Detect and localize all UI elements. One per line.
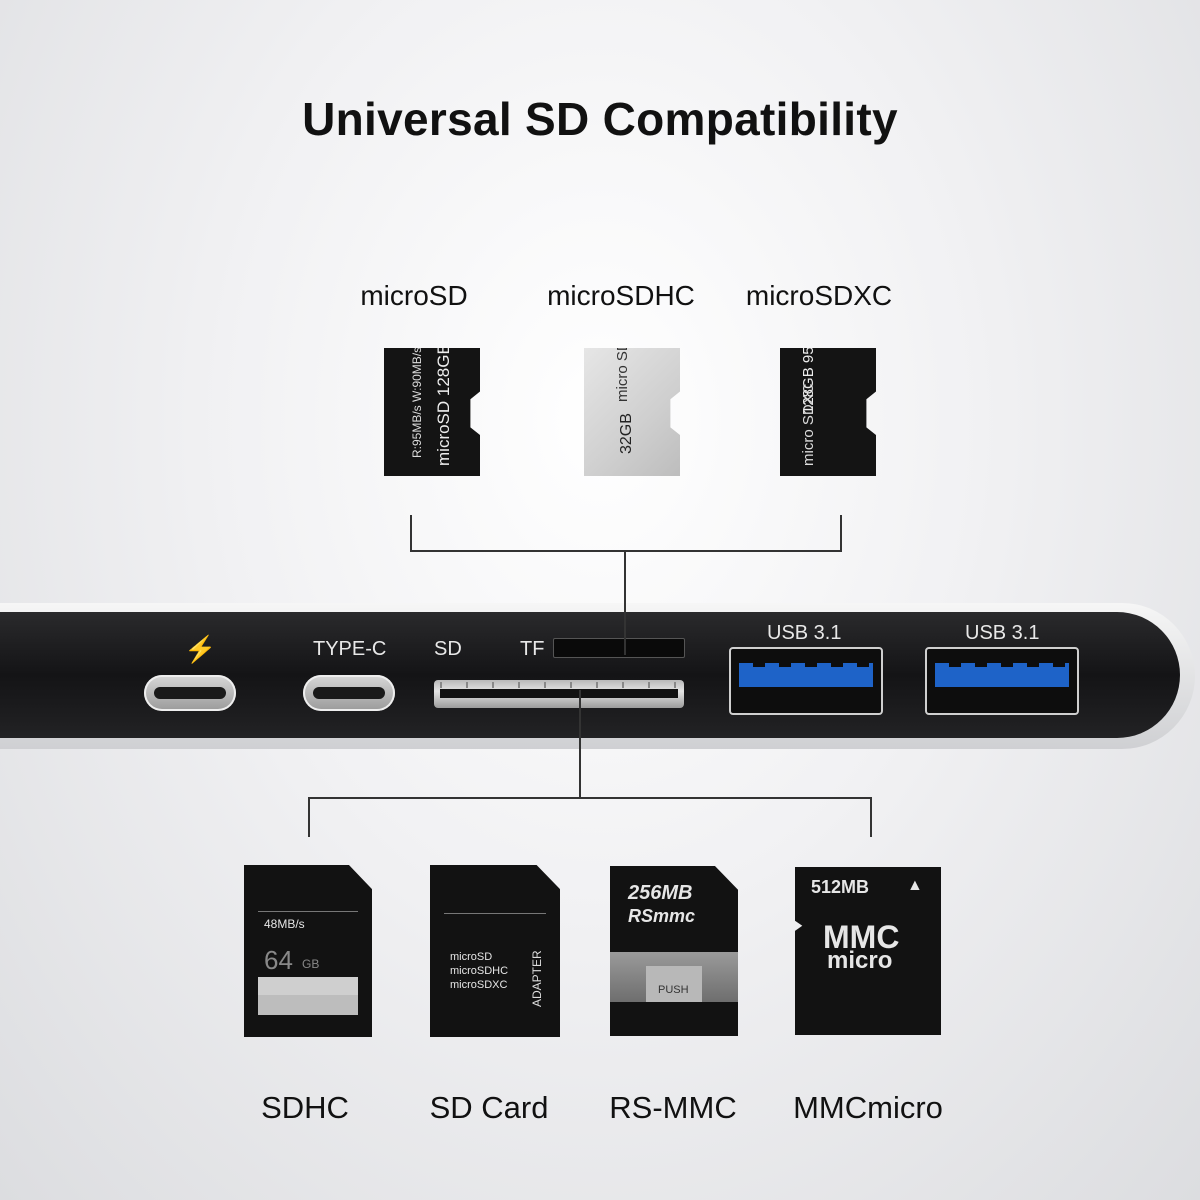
page-title: Universal SD Compatibility	[302, 93, 898, 145]
bracket-right	[840, 515, 842, 551]
triangle-icon: ▲	[907, 877, 923, 894]
bracket-left	[410, 515, 412, 551]
type-c-port	[303, 675, 395, 711]
mmcmicro-capacity: 512MB	[811, 877, 870, 897]
label-microsd: microSD	[360, 280, 468, 311]
microsd-capacity: microSD 128GB	[434, 343, 453, 466]
sd-slot	[434, 680, 684, 708]
microsdxc-card: 128GB 95MB/s* micro SDXC	[780, 348, 876, 476]
label-microsdxc: microSDXC	[745, 280, 893, 311]
label-sd-slot: SD	[434, 638, 462, 660]
mmcmicro-brand-2: micro	[827, 947, 893, 974]
sdhc-card: 48MB/s 64 GB	[244, 865, 372, 1037]
label-type-c: TYPE-C	[313, 638, 387, 660]
sdhc-speed: 48MB/s	[264, 917, 305, 931]
microsdhc-brand: micro SDHC	[614, 318, 631, 402]
bracket-bottom-right	[870, 797, 872, 837]
microsd-speed: R:95MB/s W:90MB/s*	[410, 342, 424, 458]
label-tf-slot: TF	[520, 638, 545, 660]
microsdhc-card: micro SDHC 32GB	[584, 348, 680, 476]
microsdhc-capacity: 32GB	[618, 413, 635, 454]
label-usb-2: USB 3.1	[965, 622, 1040, 644]
adapter-line-2: microSDHC	[450, 965, 509, 977]
sd-adapter-card: microSD microSDHC microSDXC ADAPTER	[430, 865, 560, 1037]
mmcmicro-brand-1: MMC	[823, 919, 900, 955]
bracket-top-bar	[410, 550, 842, 552]
tf-slot	[553, 638, 685, 658]
sdhc-unit: GB	[302, 957, 320, 971]
mmc-micro-card: 512MB ▲ MMC micro	[795, 867, 941, 1035]
adapter-line-3: microSDXC	[450, 979, 508, 991]
usb-port-1	[729, 647, 883, 715]
bracket-bottom-left	[308, 797, 310, 837]
usb-port-2	[925, 647, 1079, 715]
connector-sd	[579, 690, 581, 798]
label-rs-mmc: RS-MMC	[609, 1090, 737, 1125]
rsmmc-brand: RSmmc	[628, 906, 696, 926]
label-mmcmicro: MMCmicro	[793, 1090, 943, 1125]
microsd-card: R:95MB/s W:90MB/s* microSD 128GB	[384, 348, 480, 476]
rs-mmc-card: 256MB RSmmc PUSH	[610, 866, 738, 1036]
sdhc-capacity: 64	[264, 945, 293, 975]
label-microsdhc: microSDHC	[547, 280, 695, 311]
label-usb-1: USB 3.1	[767, 622, 842, 644]
label-sdhc: SDHC	[261, 1090, 349, 1125]
label-sd-card: SD Card	[429, 1090, 549, 1125]
adapter-line-1: microSD	[450, 951, 493, 963]
microsdxc-brand: micro SDXC	[800, 383, 817, 466]
adapter-side-label: ADAPTER	[530, 950, 544, 1007]
lightning-bolt-icon: ⚡	[184, 634, 217, 664]
connector-tf	[624, 550, 626, 655]
thunderbolt-port	[144, 675, 236, 711]
bracket-bottom-bar	[308, 797, 872, 799]
rsmmc-push: PUSH	[658, 984, 689, 996]
rsmmc-capacity: 256MB	[628, 882, 693, 904]
